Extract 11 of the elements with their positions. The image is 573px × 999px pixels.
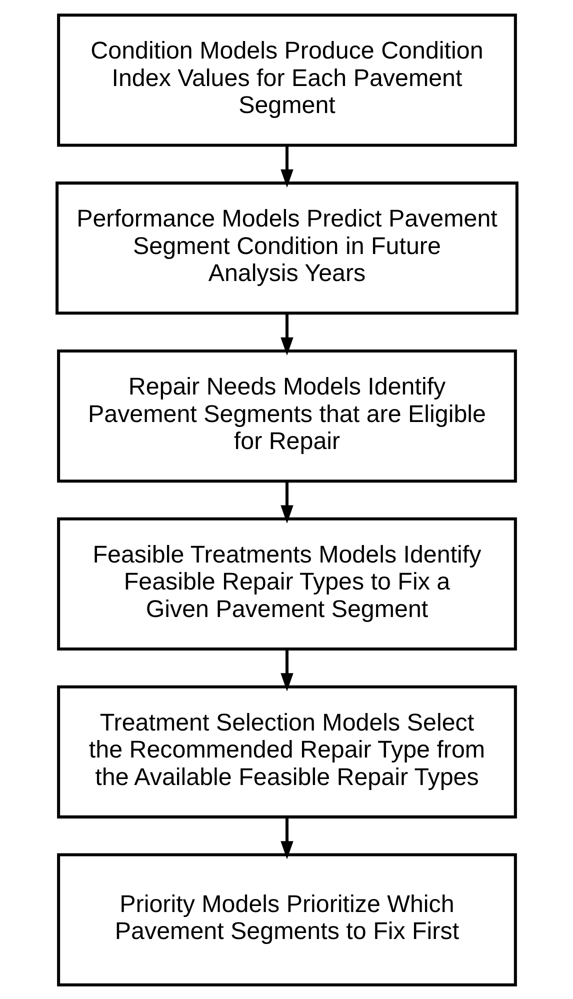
arrow [280,648,293,691]
node-box: Repair Needs Models Identify Pavement Segments that are Eligible for Repair [56,348,516,482]
node-box: Priority Models Prioritize Which Pavement Segments to Fix First [56,852,516,986]
arrow [280,816,293,859]
node-box: Treatment Selection Models Select the Recommended Repair Type from the Available Feasible Repair Types [56,684,516,818]
arrow [280,312,293,356]
node-box: Performance Models Predict Pavement Segment Condition in Future Analysis Years [55,181,518,314]
arrow [280,144,293,188]
node-box: Feasible Treatments Models Identify Feasible Repair Types to Fix a Given Pavement Segment [56,516,516,650]
arrow [280,480,293,523]
node-box: Condition Models Produce Condition Index Values for Each Pavement Segment [56,13,516,146]
